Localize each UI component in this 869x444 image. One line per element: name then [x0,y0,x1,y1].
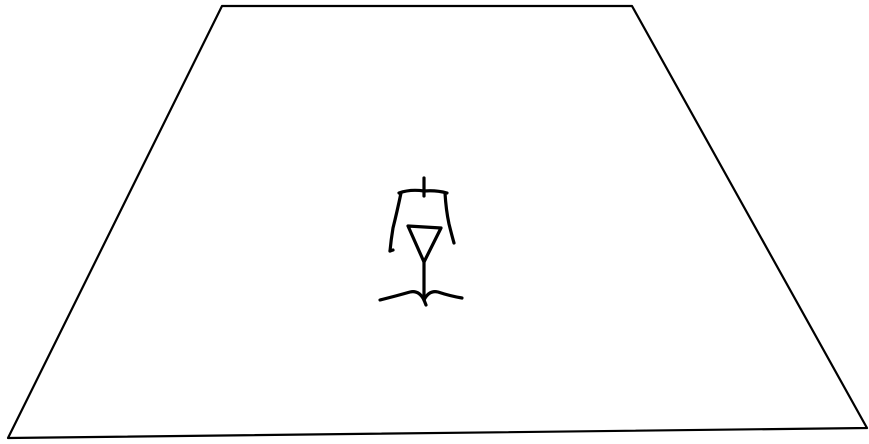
trapezoid-plane [8,6,867,438]
figure-left-side [390,193,401,251]
figure-right-side [445,193,454,243]
figure-left-tick [390,250,393,251]
hand-drawn-figure [380,178,462,305]
figure-triangle [408,226,441,262]
figure-base-tail [424,300,426,305]
figure-base [380,292,462,300]
